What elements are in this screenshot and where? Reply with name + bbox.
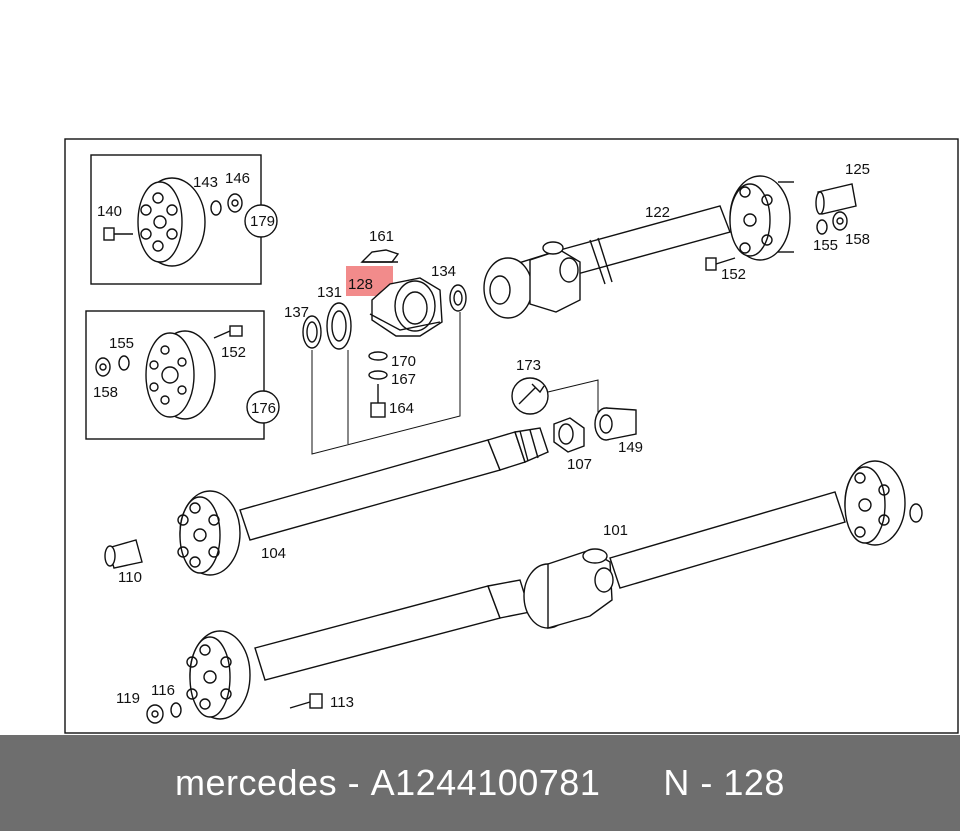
callout-146: 146 (225, 170, 250, 187)
front-shaft-104: 104 110 (104, 427, 549, 586)
inset-box-176: 176 155 152 158 (85, 310, 280, 440)
caption-dash-2: - (700, 762, 713, 803)
callout-circle-179 (244, 204, 278, 238)
callout-circle-176 (246, 390, 280, 424)
callout-170: 170 (391, 353, 416, 370)
washer-116 (170, 702, 182, 718)
ring-137 (302, 315, 322, 349)
callout-104: 104 (261, 545, 286, 562)
bearing-131 (326, 302, 352, 350)
nut-119 (146, 704, 164, 724)
callout-107: 107 (567, 456, 592, 473)
callout-128: 128 (348, 276, 373, 293)
wrench-icon (511, 377, 549, 415)
callout-134: 134 (431, 263, 456, 280)
callout-137: 137 (284, 304, 309, 321)
callout-158a: 158 (93, 384, 118, 401)
position-number: 128 (723, 762, 785, 803)
washer-167 (368, 370, 388, 380)
callout-173: 173 (516, 357, 541, 374)
sleeve-110 (104, 539, 143, 569)
callout-131: 131 (317, 284, 342, 301)
lower-shaft-101: 101 119 116 113 (116, 460, 923, 724)
callout-155a: 155 (109, 335, 134, 352)
ring-134 (449, 284, 467, 312)
nut-146 (227, 193, 243, 213)
callout-101: 101 (603, 522, 628, 539)
callout-140: 140 (97, 203, 122, 220)
callout-113: 113 (330, 694, 354, 711)
callout-110: 110 (118, 569, 142, 586)
inset-box-179: 179 140 143 146 (90, 154, 278, 285)
callout-164: 164 (389, 400, 414, 417)
callout-119: 119 (116, 690, 140, 707)
flange-lower-right (844, 460, 923, 546)
center-bearing-group: 161 128 134 131 137 170 167 164 (284, 228, 467, 455)
rear-shaft-122: 122 125 155 158 152 (483, 161, 870, 319)
callout-167: 167 (391, 371, 416, 388)
diagram-frame (64, 138, 959, 734)
nut-107 (553, 417, 585, 453)
callout-143: 143 (193, 174, 218, 191)
universal-joint-upper (483, 241, 581, 319)
flex-coupling-176 (145, 330, 216, 420)
washer-155a (118, 355, 130, 371)
universal-joint-lower (523, 548, 614, 629)
sleeve-125 (815, 183, 857, 215)
callout-122: 122 (645, 204, 670, 221)
callout-176: 176 (251, 400, 276, 417)
callout-149: 149 (618, 439, 643, 456)
part-caption-bar: mercedes - A1244100781 N - 128 (0, 735, 960, 831)
callout-152b: 152 (721, 266, 746, 283)
callout-179: 179 (250, 213, 275, 230)
bolt-152b (705, 257, 736, 271)
center-bearing-128 (369, 277, 443, 337)
callout-116: 116 (151, 682, 175, 699)
caption-dash-1: - (347, 762, 361, 803)
callout-158b: 158 (845, 231, 870, 248)
part-number: A1244100781 (370, 762, 601, 803)
bolt-164 (370, 384, 386, 418)
flange-lower-left (186, 630, 251, 720)
flange-upper-right (729, 175, 794, 261)
callout-155b: 155 (813, 237, 838, 254)
bolt-152a (213, 325, 243, 339)
bolt-140 (103, 227, 133, 241)
callout-152a: 152 (221, 344, 246, 361)
bracket-161 (360, 249, 400, 263)
nut-158a (95, 357, 111, 377)
flex-disc-140 (137, 177, 206, 267)
callout-161: 161 (369, 228, 394, 245)
washer-170 (368, 351, 388, 361)
brand-name: mercedes (175, 762, 338, 803)
washer-155b (816, 219, 828, 235)
washer-143 (210, 200, 222, 216)
bolt-113 (289, 693, 323, 709)
exploded-parts-diagram: 179 140 143 146 176 155 152 158 (64, 138, 959, 734)
flange-front-left (177, 490, 241, 576)
position-prefix: N (663, 762, 690, 803)
callout-125: 125 (845, 161, 870, 178)
sleeve-149 (594, 407, 637, 441)
nut-158b (832, 211, 848, 231)
tool-group-173: 173 107 149 (511, 357, 643, 473)
